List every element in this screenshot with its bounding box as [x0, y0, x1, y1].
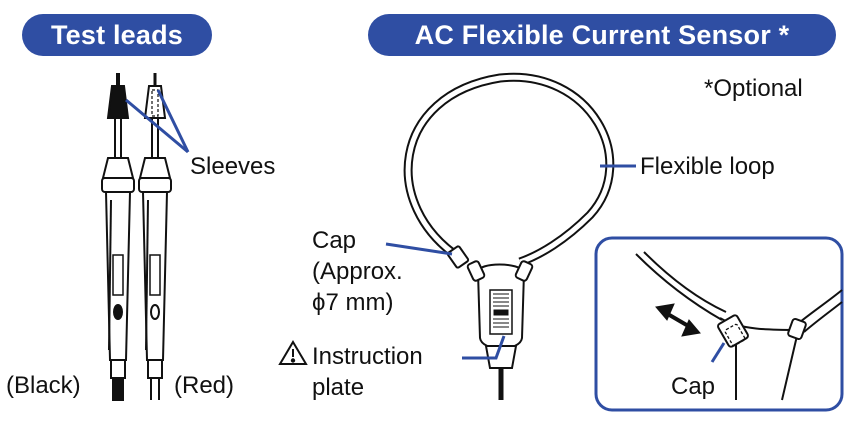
- optional-note: *Optional: [704, 75, 803, 102]
- warning-triangle-icon: [278, 340, 308, 365]
- cap-size-label: ϕ7 mm): [312, 289, 394, 316]
- red-test-lead: [138, 73, 172, 400]
- inset-cap-label: Cap: [671, 373, 716, 400]
- instruction-plate-leader: [462, 335, 506, 360]
- double-arrow-icon: [655, 303, 701, 337]
- instruction-label: Instruction: [312, 343, 423, 370]
- black-test-lead: [101, 73, 135, 401]
- sensor-body: [466, 260, 534, 369]
- cap-leader: [385, 242, 453, 256]
- sleeves-leader: [125, 89, 190, 154]
- cap-label: Cap: [312, 227, 357, 254]
- cap-part: [446, 245, 470, 269]
- inset-cap-leader: [710, 342, 726, 363]
- cap-approx-label: (Approx.: [312, 258, 403, 285]
- flexible-loop-label: Flexible loop: [640, 153, 775, 180]
- sensor-header: AC Flexible Current Sensor *: [368, 14, 836, 56]
- test-leads-header: Test leads: [22, 14, 212, 56]
- flexible-loop: [403, 72, 615, 267]
- plate-label: plate: [312, 374, 365, 401]
- black-lead-label: (Black): [6, 372, 81, 399]
- sleeves-label: Sleeves: [190, 153, 276, 180]
- inset-drawing: [635, 251, 843, 401]
- red-lead-label: (Red): [174, 372, 235, 399]
